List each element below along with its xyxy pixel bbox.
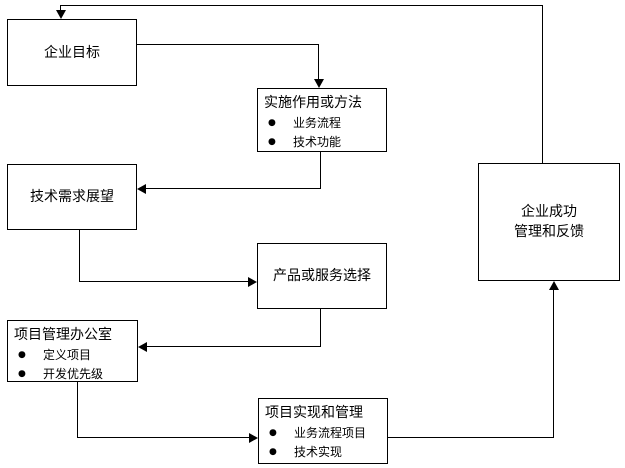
arrowhead-left-icon — [137, 184, 146, 194]
bullet-icon: ● — [268, 118, 276, 128]
connector-pmo-to-impl-vertical — [77, 381, 78, 438]
bullet-label: 技术功能 — [293, 135, 342, 149]
box-tech-requirements-outlook-title: 技术需求展望 — [30, 189, 114, 205]
connector-product-to-pmo-vertical — [320, 308, 321, 347]
box-project-management-office: 项目管理办公室 ● 定义项目 ● 开发优先级 — [7, 320, 138, 382]
bullet-icon: ● — [269, 447, 277, 457]
box-enterprise-success-feedback-title: 企业成功 管理和反馈 — [514, 202, 584, 242]
box-project-management-office-title: 项目管理办公室 — [14, 327, 112, 343]
arrowhead-down-icon — [314, 79, 324, 88]
bullet-label: 定义项目 — [43, 348, 92, 362]
connector-success-to-goal-vertical-right — [542, 5, 543, 163]
box-enterprise-goal-title: 企业目标 — [44, 44, 100, 61]
box-project-realization-management: 项目实现和管理 ● 业务流程项目 ● 技术实现 — [258, 398, 388, 464]
connector-methods-to-tech-vertical — [320, 151, 321, 188]
box-enterprise-goal: 企业目标 — [7, 19, 137, 86]
bullet-label: 开发优先级 — [43, 367, 104, 381]
connector-goal-to-methods-horizontal — [136, 44, 319, 45]
bullet-item: ● 定义项目 — [8, 346, 137, 365]
arrowhead-up-icon — [549, 281, 559, 290]
connector-pmo-to-impl-horizontal — [77, 437, 249, 438]
bullet-label: 技术实现 — [294, 445, 343, 459]
box-product-service-selection: 产品或服务选择 — [257, 243, 387, 309]
connector-tech-to-product-horizontal — [79, 281, 250, 282]
bullet-icon: ● — [18, 369, 26, 379]
connector-tech-to-product-vertical — [79, 229, 80, 282]
bullet-label: 业务流程项目 — [294, 426, 367, 440]
bullet-icon: ● — [268, 137, 276, 147]
arrowhead-left-icon — [138, 342, 147, 352]
bullet-item: ● 业务流程 — [258, 114, 386, 133]
connector-success-to-goal-horizontal-top — [60, 5, 543, 6]
connector-impl-to-success-horizontal — [388, 437, 554, 438]
connector-methods-to-tech-horizontal — [145, 188, 321, 189]
bullet-item: ● 业务流程项目 — [259, 424, 387, 443]
connector-product-to-pmo-horizontal — [146, 346, 321, 347]
box-tech-requirements-outlook: 技术需求展望 — [7, 164, 137, 230]
arrowhead-down-icon — [56, 10, 66, 19]
connector-goal-to-methods-vertical — [318, 44, 319, 80]
box-project-realization-management-title: 项目实现和管理 — [265, 405, 363, 421]
box-implementation-methods-title: 实施作用或方法 — [264, 95, 362, 111]
box-implementation-methods: 实施作用或方法 ● 业务流程 ● 技术功能 — [257, 88, 387, 152]
success-title-line-1: 企业成功 — [521, 204, 577, 220]
bullet-item: ● 技术功能 — [258, 133, 386, 151]
bullet-item: ● 技术实现 — [259, 443, 387, 462]
bullet-label: 业务流程 — [293, 116, 342, 130]
bullet-icon: ● — [18, 350, 26, 360]
arrowhead-right-icon — [249, 433, 258, 443]
connector-success-to-goal-vertical-left — [60, 5, 61, 11]
arrowhead-right-icon — [248, 277, 257, 287]
connector-impl-to-success-vertical — [553, 289, 554, 438]
bullet-icon: ● — [269, 428, 277, 438]
success-title-line-2: 管理和反馈 — [514, 224, 584, 240]
box-product-service-selection-title: 产品或服务选择 — [273, 268, 371, 284]
bullet-item: ● 开发优先级 — [8, 365, 137, 381]
box-enterprise-success-feedback: 企业成功 管理和反馈 — [478, 163, 620, 281]
